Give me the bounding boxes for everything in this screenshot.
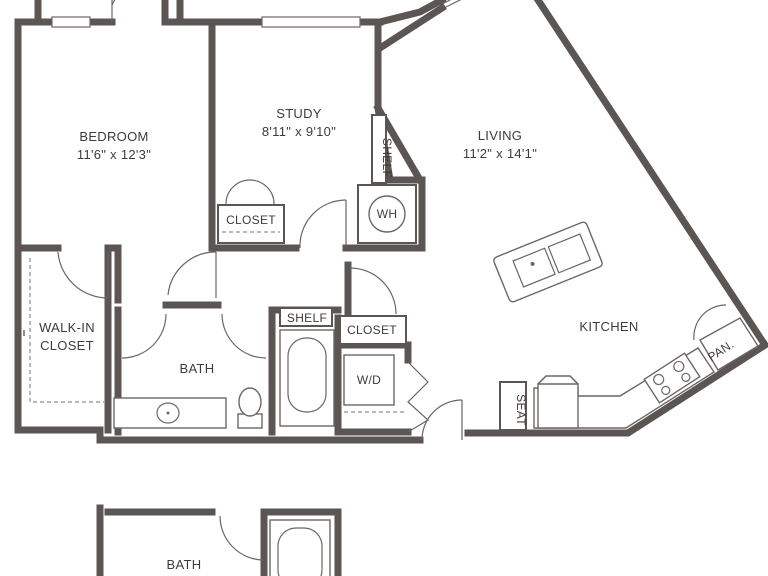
doors [57,0,727,441]
lower-bath-name: BATH [167,557,202,572]
living-size: 11'2" x 14'1" [463,146,537,161]
hall-shelf-label: SHELF [287,311,327,325]
kitchen-island [493,221,603,303]
washer-dryer-area [343,354,404,413]
washer-dryer-icon [343,354,395,406]
faucet-icon [530,261,535,266]
wd-label: W/D [357,373,381,387]
walkin-shelves [23,258,104,403]
kitchen-fixtures [493,221,759,431]
bath-fixtures [113,329,335,429]
lower-unit [96,504,342,576]
hall-closet [339,315,407,345]
exterior-walls [14,0,768,444]
wh-label: WH [377,207,398,221]
seat [499,381,527,431]
bedroom-name: BEDROOM [79,129,148,144]
walkin-label-2: CLOSET [40,338,94,353]
water-heater-icon [368,195,406,233]
living-name: LIVING [478,128,522,143]
room-labels: BEDROOM 11'6" x 12'3" STUDY 8'11" x 9'10… [39,106,736,572]
water-heater-closet [357,184,417,244]
hall-shelf [279,307,333,327]
bedroom-window [51,16,91,28]
bedroom-size: 11'6" x 12'3" [77,147,151,162]
study-closet-label: CLOSET [226,213,276,227]
hall-closet-label: CLOSET [347,323,397,337]
bath-name: BATH [180,361,215,376]
study-name: STUDY [276,106,322,121]
living-shelf [371,114,387,184]
study-closet [217,204,285,244]
seat-label: SEAT [514,394,528,426]
study-size: 8'11" x 9'10" [262,124,336,139]
walkin-label-1: WALK-IN [39,320,95,335]
kitchen-name: KITCHEN [579,319,638,334]
stove-icon [643,352,701,404]
study-window [261,16,361,28]
living-shelf-label: SHELF [380,138,394,178]
pantry [699,317,759,371]
toilet-icon [238,387,262,417]
